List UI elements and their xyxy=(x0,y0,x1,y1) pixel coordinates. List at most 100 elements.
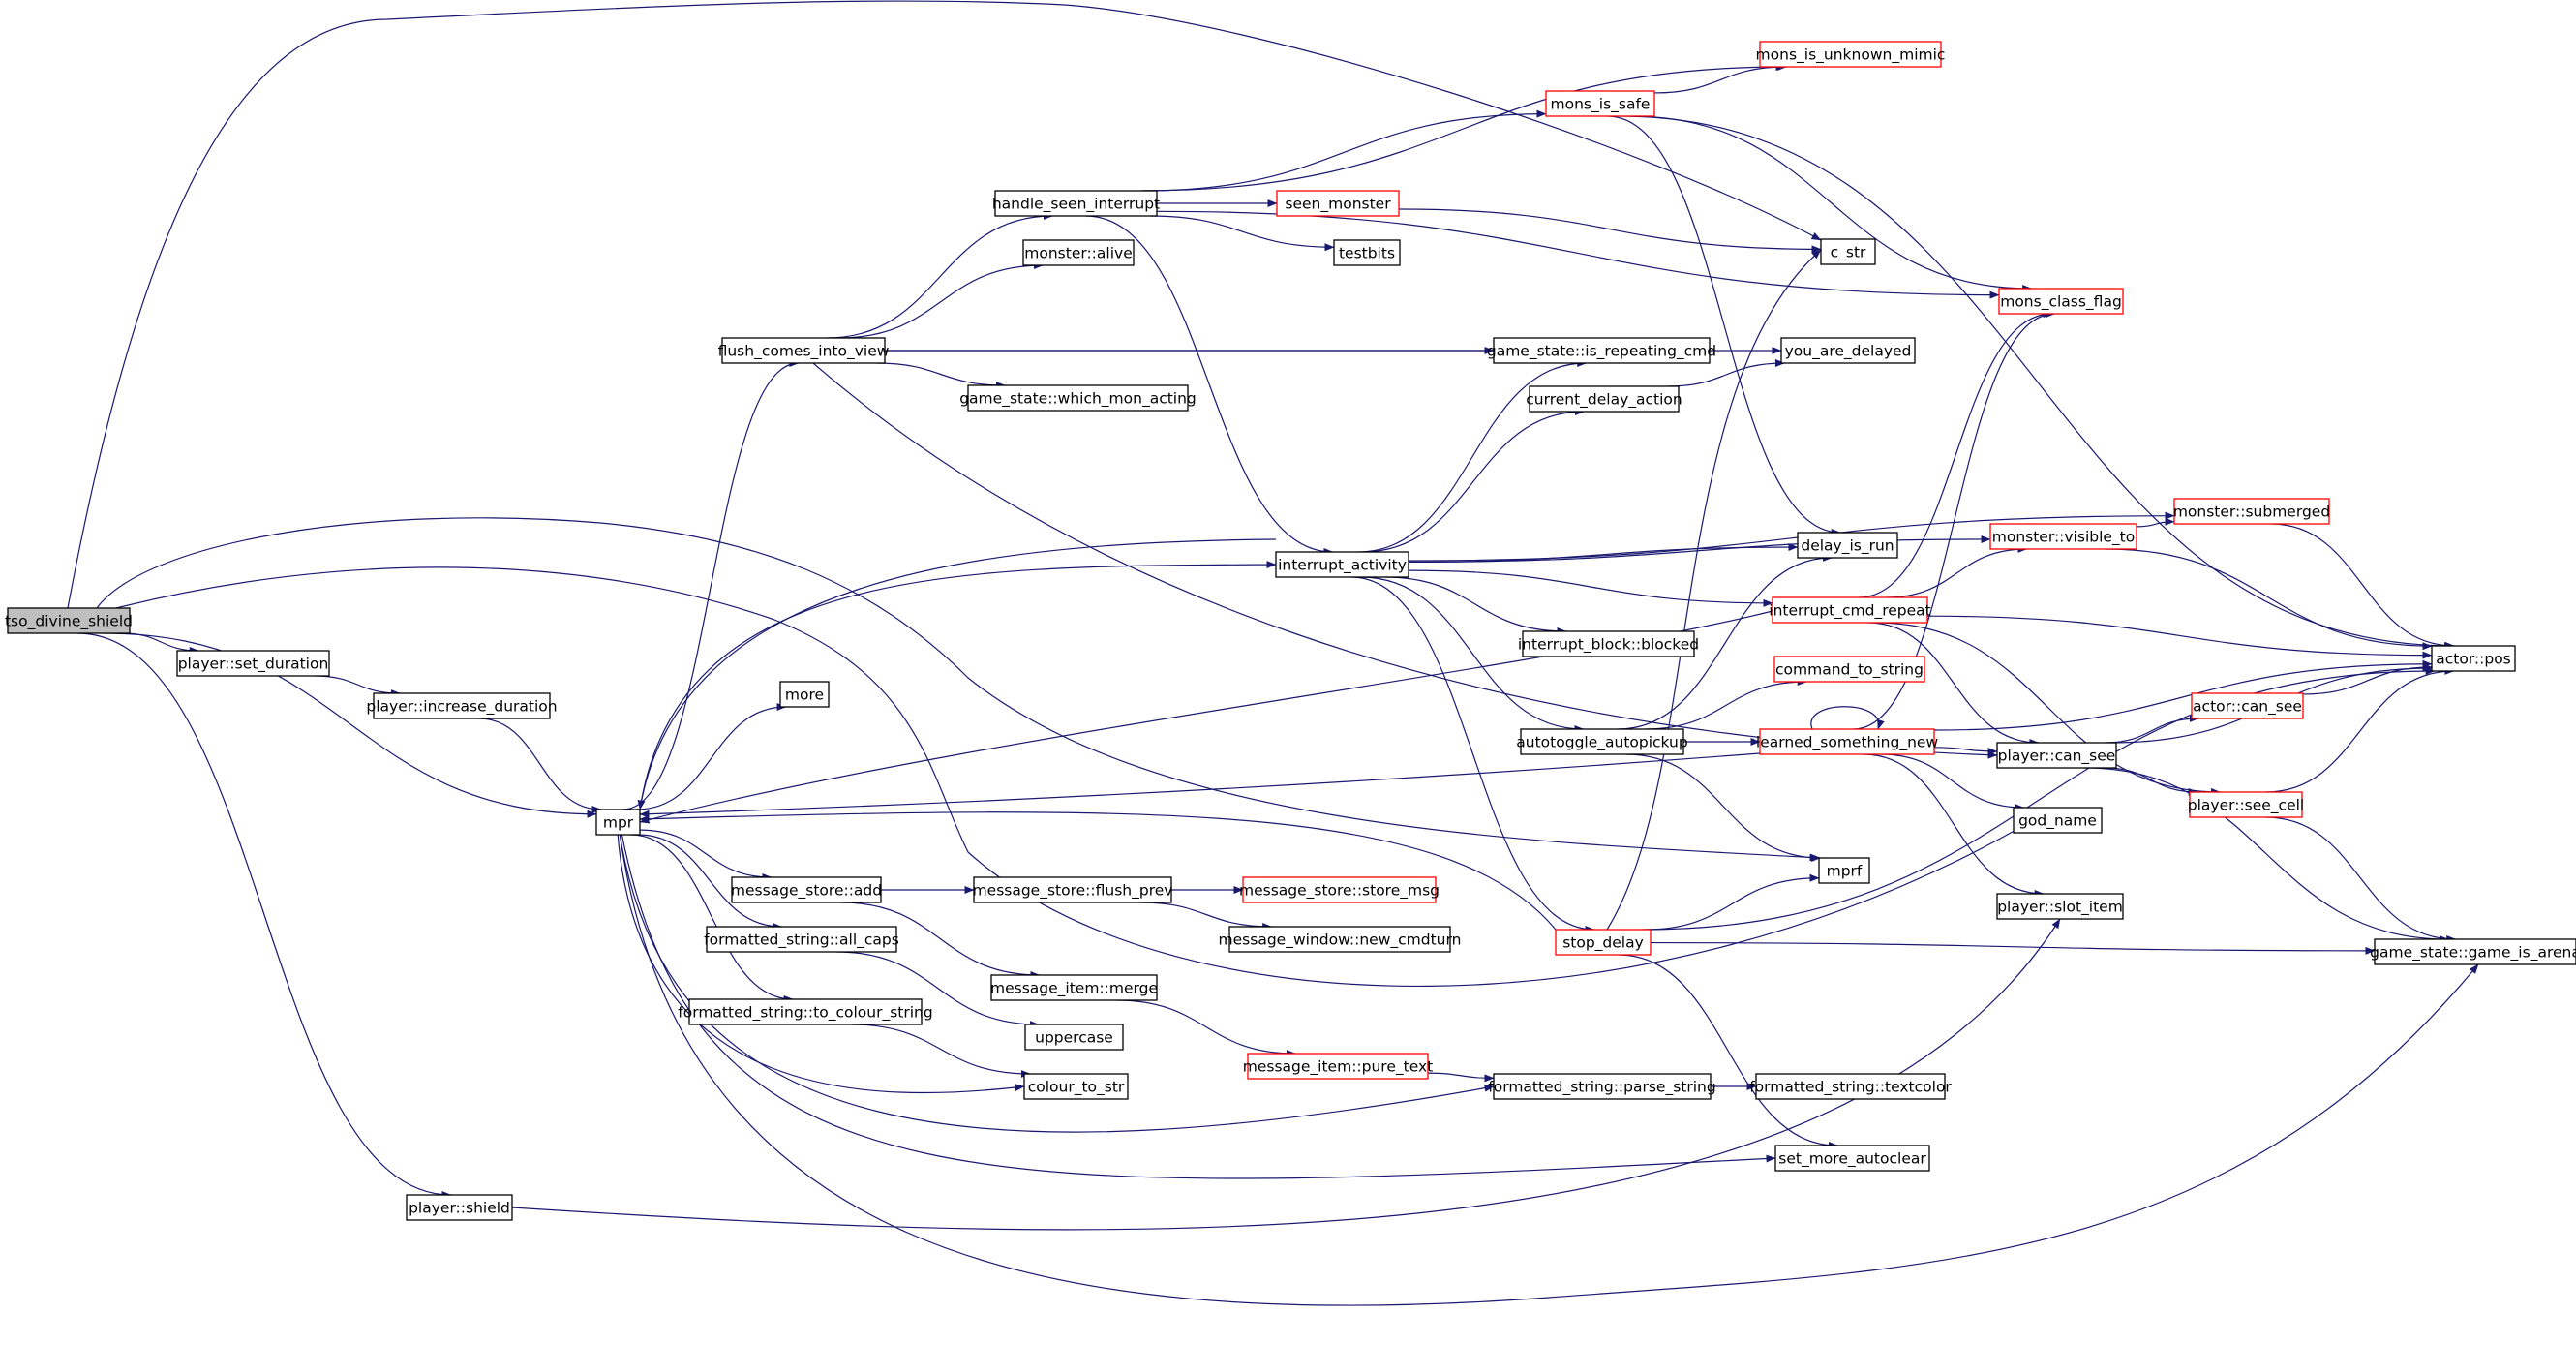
node-seen-monster[interactable]: seen_monster xyxy=(1276,190,1400,217)
edge-interrupt_cmd_repeat-to-monster_visible_to xyxy=(1886,545,2028,598)
node-parse-string[interactable]: formatted_string::parse_string xyxy=(1488,1073,1716,1100)
node-delay-is-run[interactable]: delay_is_run xyxy=(1797,532,1898,559)
node-box xyxy=(1996,742,2117,769)
node-c-str[interactable]: c_str xyxy=(1820,238,1876,265)
edge-interrupt_cmd_repeat-to-player_can_see xyxy=(1867,622,2040,747)
node-set-duration[interactable]: player::set_duration xyxy=(176,650,330,677)
node-mprf[interactable]: mprf xyxy=(1818,857,1870,884)
edge-path xyxy=(840,902,1041,979)
node-testbits[interactable]: testbits xyxy=(1333,239,1401,266)
node-box xyxy=(1333,239,1401,266)
edge-mpr-to-more xyxy=(636,703,787,810)
node-more[interactable]: more xyxy=(779,681,830,708)
edge-path xyxy=(1886,545,2028,598)
node-set-more-autoclear[interactable]: set_more_autoclear xyxy=(1774,1145,1930,1172)
node-command-to-string[interactable]: command_to_string xyxy=(1773,656,1925,683)
node-box xyxy=(1022,239,1135,266)
edge-path xyxy=(639,561,1277,810)
node-pure-text[interactable]: message_item::pure_text xyxy=(1243,1053,1433,1080)
node-box xyxy=(1998,288,2124,315)
node-mons-class-flag[interactable]: mons_class_flag xyxy=(1998,288,2124,315)
node-increase-duration[interactable]: player::increase_duration xyxy=(366,692,558,719)
edge-to_colour_string-to-colour_to_str xyxy=(851,1024,1031,1078)
node-box xyxy=(990,974,1158,1001)
node-box xyxy=(2374,938,2576,965)
node-mons-is-unknown-mimic[interactable]: mons_is_unknown_mimic xyxy=(1756,41,1946,68)
node-label: formatted_string::parse_string xyxy=(1488,1079,1715,1097)
node-player-slot-item[interactable]: player::slot_item xyxy=(1996,893,2124,920)
node-player-see-cell[interactable]: player::see_cell xyxy=(2188,791,2304,818)
node-label: player::increase_duration xyxy=(366,698,557,717)
node-new-cmdturn[interactable]: message_window::new_cmdturn xyxy=(1219,926,1462,953)
node-god-name[interactable]: god_name xyxy=(2013,807,2103,834)
node-interrupt-block-blocked[interactable]: interrupt_block::blocked xyxy=(1518,630,1699,657)
node-flush-comes-into-view[interactable]: flush_comes_into_view xyxy=(718,337,890,364)
node-to-colour-string[interactable]: formatted_string::to_colour_string xyxy=(678,998,933,1025)
node-store-msg[interactable]: message_store::store_msg xyxy=(1239,876,1440,903)
node-label: message_store::store_msg xyxy=(1239,882,1440,901)
edge-path xyxy=(1863,753,2045,898)
node-label: autotoggle_autopickup xyxy=(1516,734,1687,752)
node-box xyxy=(1545,90,1655,117)
node-actor-can-see[interactable]: actor::can_see xyxy=(2191,692,2304,719)
edge-path xyxy=(1853,310,2056,730)
node-message-store-add[interactable]: message_store::add xyxy=(731,876,882,903)
node-colour-to-str[interactable]: colour_to_str xyxy=(1023,1073,1129,1100)
node-current-delay-action[interactable]: current_delay_action xyxy=(1526,385,1682,413)
node-message-item-merge[interactable]: message_item::merge xyxy=(990,974,1158,1001)
node-monster-visible-to[interactable]: monster::visible_to xyxy=(1989,523,2137,550)
node-handle-seen-interrupt[interactable]: handle_seen_interrupt xyxy=(992,190,1160,217)
node-stop-delay[interactable]: stop_delay xyxy=(1555,929,1652,956)
edge-path xyxy=(1650,941,2376,955)
node-box xyxy=(1276,190,1400,217)
node-interrupt-activity[interactable]: interrupt_activity xyxy=(1275,551,1409,578)
node-interrupt-cmd-repeat[interactable]: interrupt_cmd_repeat xyxy=(1769,596,1931,624)
node-is-repeating-cmd[interactable]: game_state::is_repeating_cmd xyxy=(1487,337,1716,364)
node-game-is-arena[interactable]: game_state::game_is_arena xyxy=(2370,938,2576,965)
edge-path xyxy=(1858,310,2053,598)
node-label: actor::pos xyxy=(2436,651,2511,668)
edge-path xyxy=(636,703,787,810)
edge-autotoggle_autopickup-to-command_to_string xyxy=(1645,678,1807,730)
edge-tso_divine_shield-to-mprf xyxy=(96,517,1820,862)
edge-interrupt_activity-to-stop_delay xyxy=(1350,576,1595,933)
node-label: stop_delay xyxy=(1562,934,1644,953)
node-actor-pos[interactable]: actor::pos xyxy=(2431,645,2516,672)
node-uppercase[interactable]: uppercase xyxy=(1024,1024,1124,1051)
edge-stop_delay-to-game_is_arena xyxy=(1650,941,2376,955)
node-all-caps[interactable]: formatted_string::all_caps xyxy=(704,926,899,953)
node-learned-something-new[interactable]: learned_something_new xyxy=(1756,728,1939,755)
node-box xyxy=(706,926,897,953)
edge-player_see_cell-to-actor_pos xyxy=(2265,667,2455,793)
node-flush-prev[interactable]: message_store::flush_prev xyxy=(973,876,1173,903)
node-mpr[interactable]: mpr xyxy=(595,809,641,836)
node-player-can-see[interactable]: player::can_see xyxy=(1996,742,2117,769)
edge-path xyxy=(67,0,1822,609)
edge-path xyxy=(2105,767,2198,796)
node-autotoggle-autopickup[interactable]: autotoggle_autopickup xyxy=(1516,728,1688,755)
edge-stop_delay-to-actor_pos xyxy=(1641,667,2436,931)
edge-player_can_see-to-actor_can_see xyxy=(2105,715,2199,744)
edge-learned_something_new-to-player_slot_item xyxy=(1863,753,2045,898)
edge-path xyxy=(1357,359,1588,553)
node-box xyxy=(994,190,1158,217)
edge-path xyxy=(511,918,2061,1231)
nodes-layer: tso_divine_shieldplayer::set_durationpla… xyxy=(5,41,2576,1221)
node-box xyxy=(973,876,1172,903)
node-label: handle_seen_interrupt xyxy=(992,196,1160,214)
node-label: interrupt_activity xyxy=(1278,557,1407,575)
node-you-are-delayed[interactable]: you_are_delayed xyxy=(1780,337,1916,364)
node-tso-divine-shield[interactable]: tso_divine_shield xyxy=(5,607,133,634)
node-mons-is-safe[interactable]: mons_is_safe xyxy=(1545,90,1655,117)
edge-mpr-to-game_is_arena xyxy=(619,832,2479,1306)
edge-mpr-to-message_store_add xyxy=(639,829,773,881)
node-which-mon-acting[interactable]: game_state::which_mon_acting xyxy=(959,384,1197,412)
edge-path xyxy=(1618,554,1833,730)
node-monster-alive[interactable]: monster::alive xyxy=(1022,239,1135,266)
node-label: set_more_autoclear xyxy=(1778,1150,1926,1169)
node-textcolor[interactable]: formatted_string::textcolor xyxy=(1749,1073,1952,1100)
node-player-shield[interactable]: player::shield xyxy=(406,1194,513,1221)
node-monster-submerged[interactable]: monster::submerged xyxy=(2173,498,2330,525)
node-box xyxy=(2431,645,2516,672)
edge-path xyxy=(1384,576,1567,635)
